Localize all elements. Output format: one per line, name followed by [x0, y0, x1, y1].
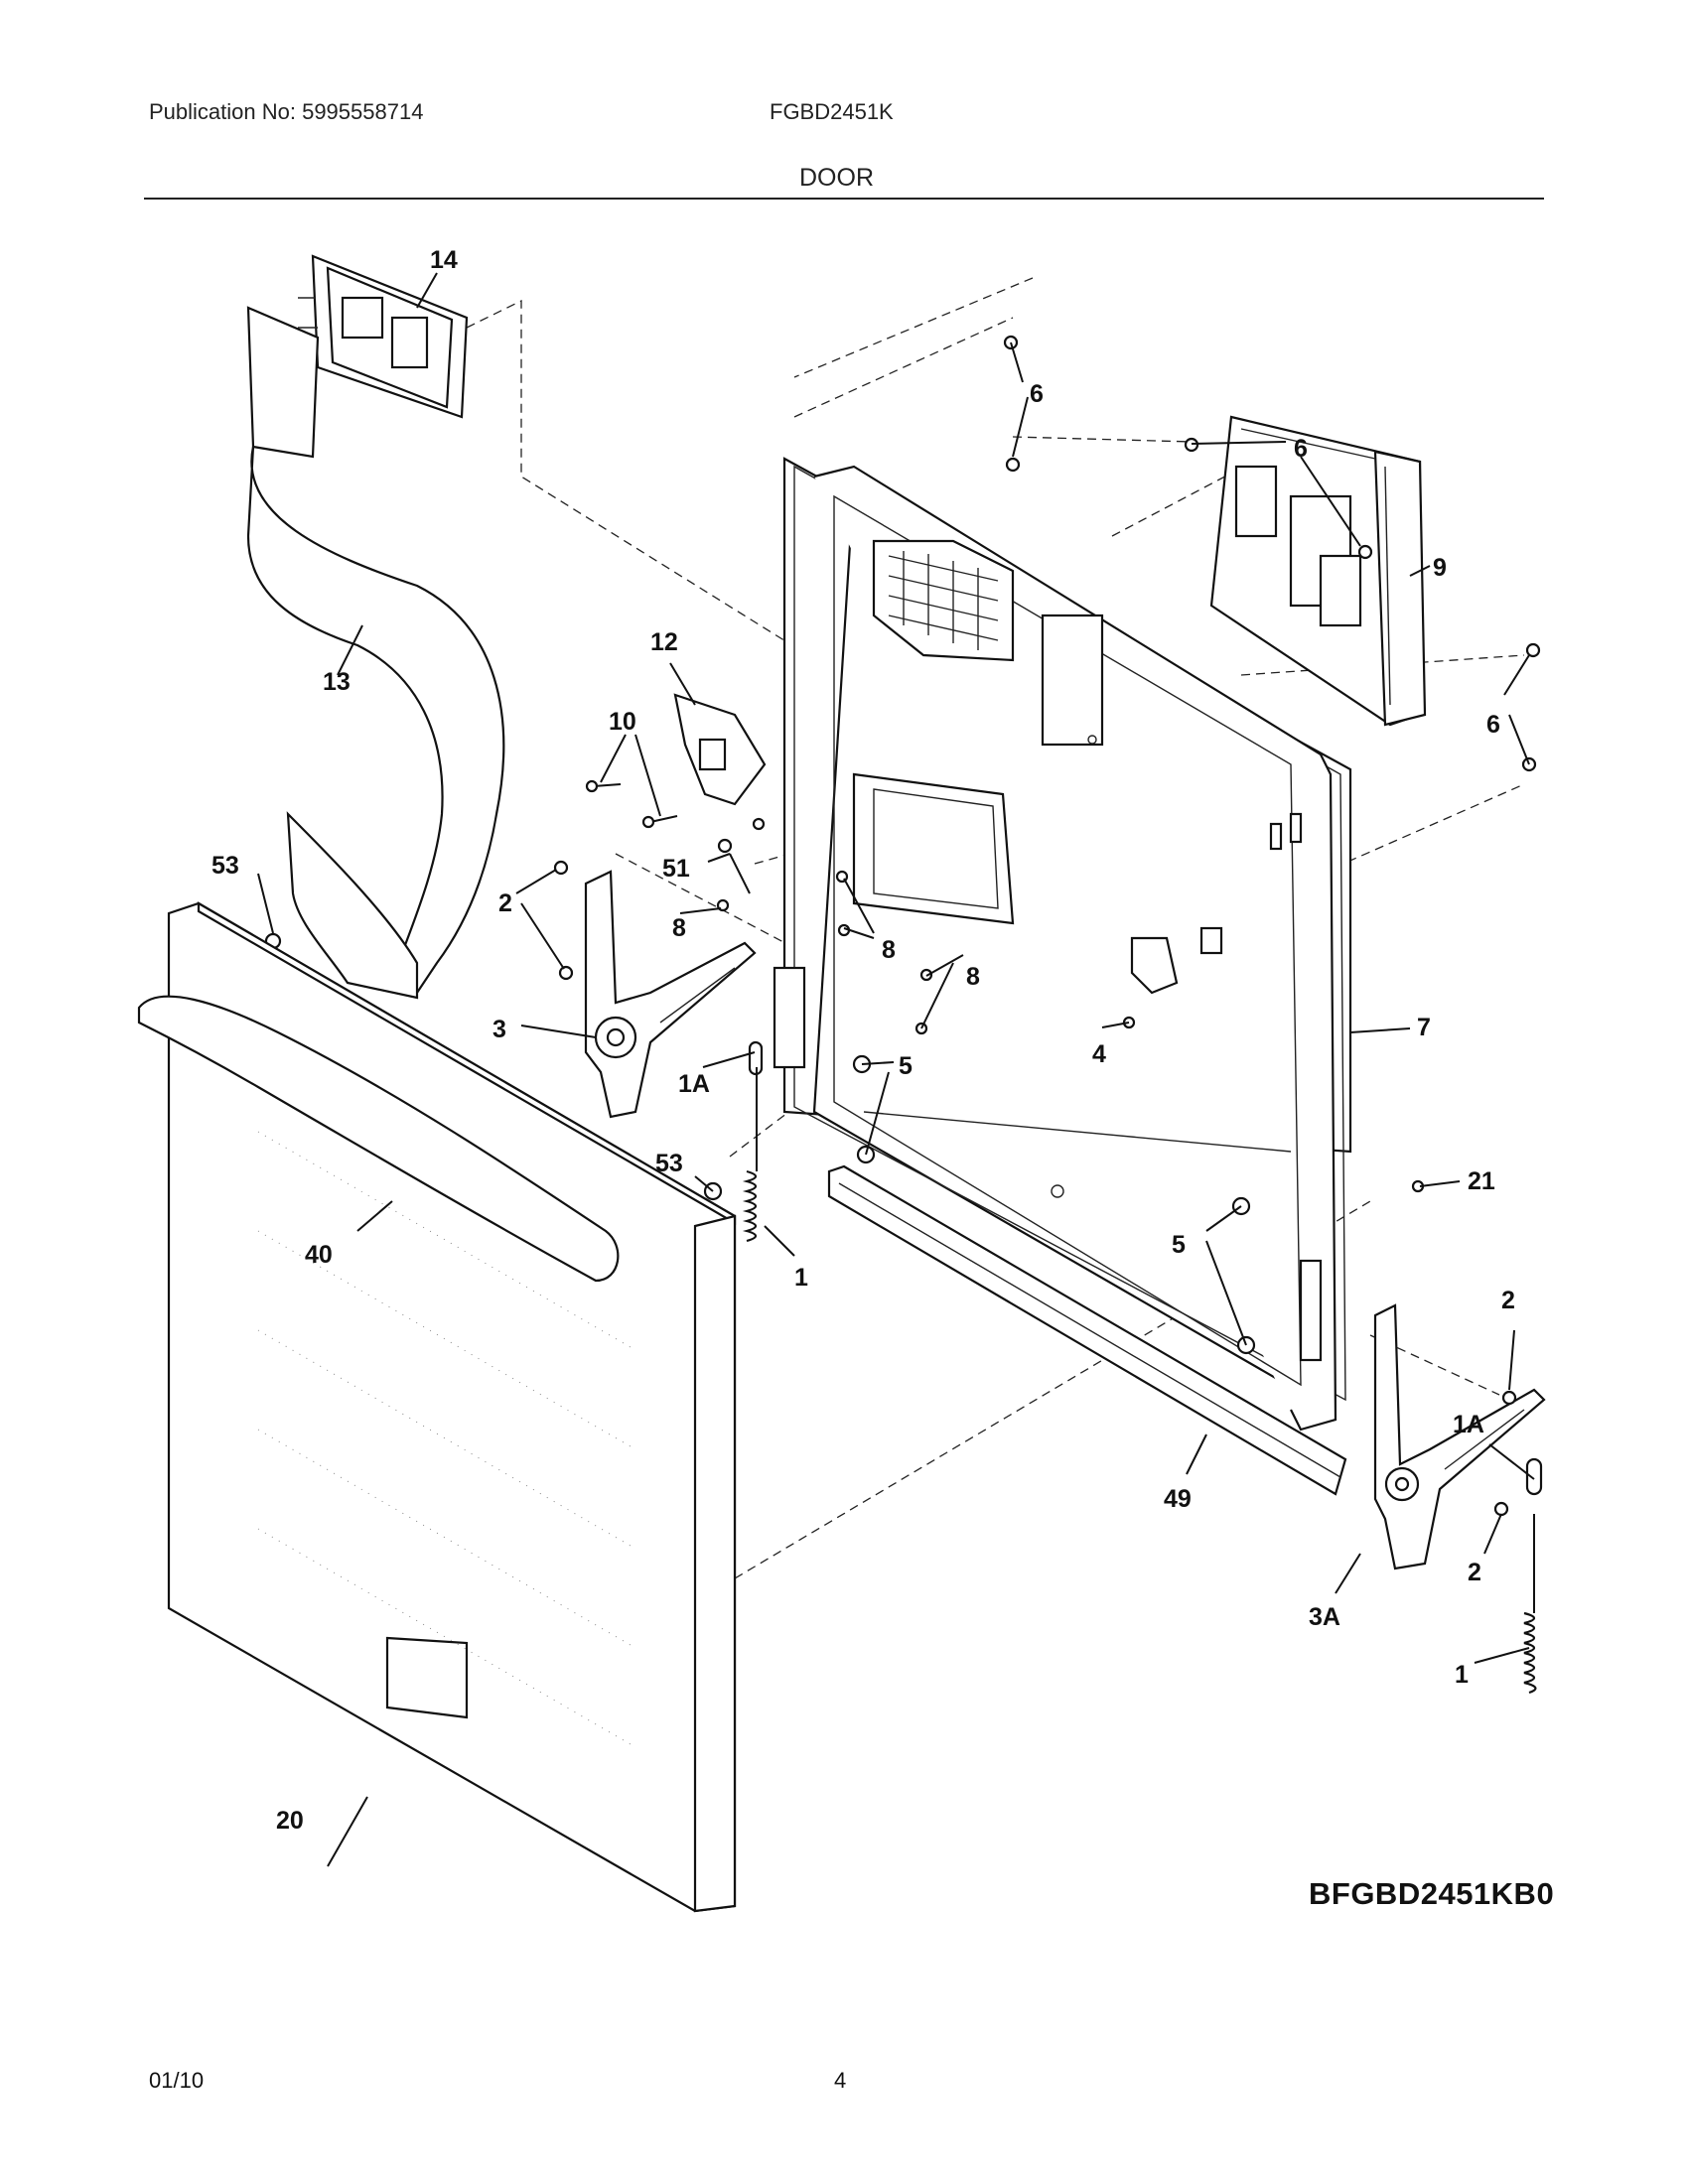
part-9-control-console — [1209, 415, 1427, 727]
part-40-handle — [137, 995, 620, 1283]
callout-14: 14 — [430, 246, 458, 274]
callout-3A: 3A — [1309, 1603, 1340, 1631]
callout-6-right: 6 — [1486, 711, 1500, 739]
section-title: DOOR — [799, 164, 874, 192]
callout-10: 10 — [609, 708, 636, 736]
callout-labels: 14 13 12 10 6 6 6 9 53 2 51 8 8 8 3 1A 5… — [211, 246, 1515, 1835]
callout-40: 40 — [305, 1241, 333, 1269]
footer-date: 01/10 — [149, 2068, 205, 2093]
callout-49: 49 — [1164, 1485, 1192, 1513]
callout-6-top: 6 — [1030, 380, 1044, 408]
callout-leader-lines — [257, 272, 1535, 1867]
part-13-vent-duct — [246, 306, 505, 1000]
callout-12: 12 — [650, 628, 678, 656]
callout-8-right: 8 — [966, 963, 980, 991]
callout-8-left: 8 — [672, 914, 686, 942]
model-number: FGBD2451K — [770, 99, 894, 124]
part-3A-right-hinge — [1373, 1303, 1546, 1570]
part-1-left-spring — [742, 1067, 758, 1243]
callout-1-left: 1 — [794, 1264, 808, 1292]
part-6-screws — [1003, 335, 1541, 772]
callout-6-mid: 6 — [1294, 435, 1308, 463]
callout-2-right-top: 2 — [1501, 1287, 1515, 1314]
callout-13: 13 — [323, 668, 351, 696]
callout-1-right: 1 — [1455, 1661, 1469, 1689]
callout-8-mid: 8 — [882, 936, 896, 964]
callout-2-left: 2 — [498, 889, 512, 917]
callout-20: 20 — [276, 1807, 304, 1835]
callout-53-top: 53 — [211, 852, 239, 880]
diagram-code: BFGBD2451KB0 — [1309, 1876, 1555, 1911]
callout-21: 21 — [1468, 1167, 1495, 1195]
callout-5-left: 5 — [899, 1052, 913, 1080]
part-20-outer-door-panel — [167, 901, 737, 1913]
part-1-right-spring — [1523, 1514, 1537, 1695]
callout-53-bottom: 53 — [655, 1150, 683, 1177]
callout-4: 4 — [1092, 1040, 1106, 1068]
callout-1A-left: 1A — [678, 1070, 710, 1098]
callout-1A-right: 1A — [1453, 1411, 1484, 1438]
callout-2-right-bottom: 2 — [1468, 1559, 1481, 1586]
part-3-left-hinge — [584, 870, 764, 1119]
header-rule — [144, 198, 1544, 200]
page-number: 4 — [834, 2068, 847, 2093]
part-49-trim-strip — [827, 1164, 1347, 1496]
part-12-door-latch — [673, 693, 767, 806]
publication-number: Publication No: 5995558714 — [149, 99, 424, 124]
callout-9: 9 — [1433, 554, 1447, 582]
callout-5-right: 5 — [1172, 1231, 1186, 1259]
callout-51: 51 — [662, 855, 690, 883]
part-10-screws — [585, 779, 678, 829]
callout-3: 3 — [492, 1016, 506, 1043]
part-14-vent-housing — [298, 254, 469, 419]
callout-7: 7 — [1417, 1014, 1431, 1041]
